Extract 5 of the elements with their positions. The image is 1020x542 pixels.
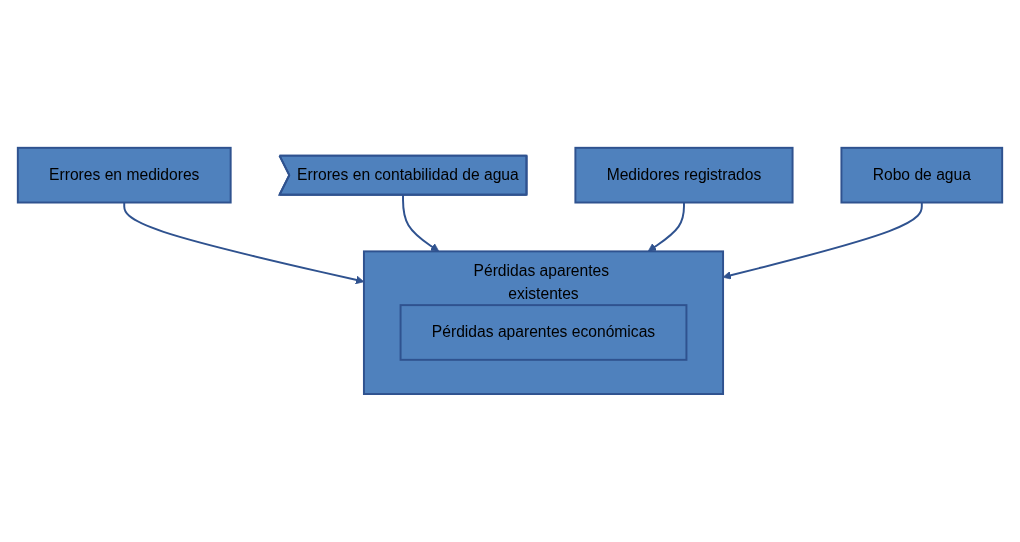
arrow	[647, 201, 685, 252]
node-box: Robo de agua	[840, 146, 1004, 204]
node-box: Medidores registrados	[574, 146, 794, 204]
node-box: Errores en medidores	[16, 146, 232, 204]
node-box: Pérdidas aparentes económicas	[399, 304, 688, 361]
